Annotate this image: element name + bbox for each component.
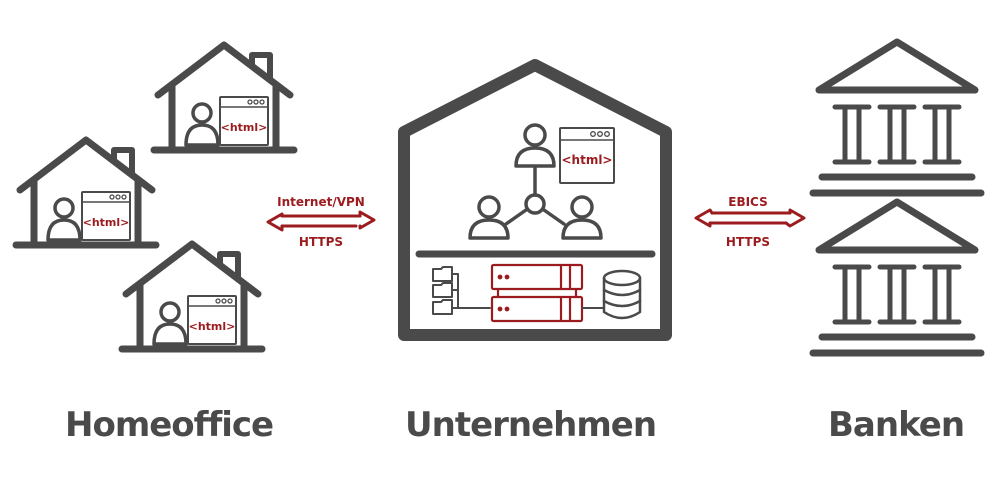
caption-unternehmen: Unternehmen xyxy=(405,405,657,445)
connection-top-label: EBICS xyxy=(728,195,767,209)
bank-icon-bottom xyxy=(813,202,981,353)
html-label: <html> xyxy=(561,153,612,167)
double-arrow-icon xyxy=(266,210,376,232)
caption-banken: Banken xyxy=(828,405,965,445)
house-icon-middle: <html> xyxy=(16,140,156,245)
bank-icon-top xyxy=(813,42,981,193)
folder-tree-icon xyxy=(432,266,491,315)
connection-bottom-label: HTTPS xyxy=(299,235,343,249)
house-icon-bottom: <html> xyxy=(122,244,262,349)
double-arrow-icon xyxy=(694,208,806,228)
server-icon xyxy=(490,263,584,323)
user-network-icon xyxy=(468,123,603,240)
html-label: <html> xyxy=(189,320,236,333)
house-icon-top: <html> xyxy=(154,45,294,150)
browser-window-icon: <html> xyxy=(559,127,615,184)
database-icon xyxy=(602,269,642,320)
html-label: <html> xyxy=(221,121,268,134)
html-label: <html> xyxy=(83,216,130,229)
caption-homeoffice: Homeoffice xyxy=(65,405,274,445)
connection-homeoffice-unternehmen: Internet/VPN HTTPS xyxy=(266,195,376,249)
connection-top-label: Internet/VPN xyxy=(277,195,365,209)
connection-unternehmen-banken: EBICS HTTPS xyxy=(694,195,806,249)
connection-bottom-label: HTTPS xyxy=(726,235,770,249)
company-building-icon: <html> xyxy=(398,59,672,341)
